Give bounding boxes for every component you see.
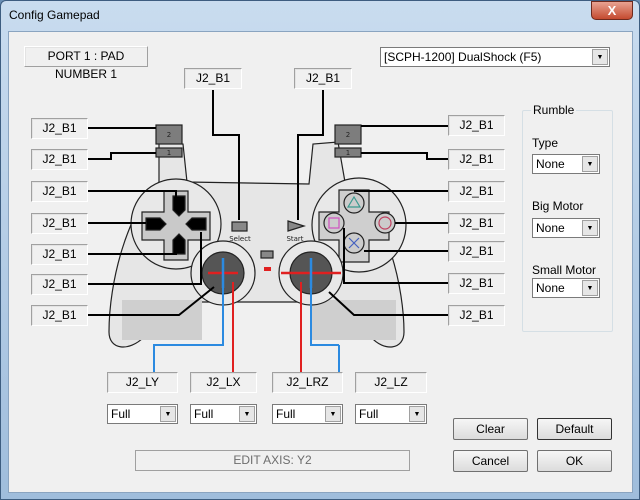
- close-button[interactable]: X: [591, 1, 633, 20]
- axis-ly-mode: Full: [111, 407, 131, 421]
- l1-mapping[interactable]: J2_B1: [31, 149, 88, 170]
- axis-lx-mode: Full: [194, 407, 214, 421]
- chevron-down-icon[interactable]: ▼: [239, 406, 255, 422]
- ok-button[interactable]: OK: [537, 450, 612, 472]
- cancel-button[interactable]: Cancel: [453, 450, 528, 472]
- default-button[interactable]: Default: [537, 418, 612, 440]
- chevron-down-icon[interactable]: ▼: [592, 49, 608, 65]
- l1-label: 1: [167, 149, 171, 157]
- dpad-right-mapping[interactable]: J2_B1: [31, 274, 88, 295]
- axis-lz-mapping[interactable]: J2_LZ: [355, 372, 427, 393]
- r1-mapping[interactable]: J2_B1: [448, 149, 505, 170]
- start-label: Start: [286, 235, 303, 243]
- port-label: PORT 1 : PAD NUMBER 1: [24, 46, 148, 81]
- window-title: Config Gamepad: [9, 8, 100, 22]
- rumble-type-select[interactable]: None ▼: [532, 154, 600, 174]
- cross-mapping[interactable]: J2_B1: [448, 241, 505, 262]
- axis-lz-mode: Full: [359, 407, 379, 421]
- axis-ly-mode-select[interactable]: Full ▼: [107, 404, 178, 424]
- axis-lx-mapping[interactable]: J2_LX: [190, 372, 257, 393]
- dpad-down-mapping[interactable]: J2_B1: [31, 244, 88, 265]
- big-motor-value: None: [536, 221, 565, 235]
- r2-mapping[interactable]: J2_B1: [448, 115, 505, 136]
- dpad-left-mapping[interactable]: J2_B1: [31, 213, 88, 234]
- r3-mapping[interactable]: J2_B1: [448, 305, 505, 326]
- chevron-down-icon[interactable]: ▼: [582, 156, 598, 172]
- axis-lx-mode-select[interactable]: Full ▼: [190, 404, 257, 424]
- start-mapping[interactable]: J2_B1: [294, 68, 352, 89]
- edit-axis-status: EDIT AXIS: Y2: [135, 450, 410, 471]
- axis-lrz-mode-select[interactable]: Full ▼: [272, 404, 343, 424]
- r1-label: 1: [346, 149, 350, 157]
- type-label: Type: [532, 136, 559, 150]
- select-label: Select: [229, 235, 251, 243]
- dialog-client: PORT 1 : PAD NUMBER 1 [SCPH-1200] DualSh…: [8, 31, 633, 493]
- dpad-up-mapping[interactable]: J2_B1: [31, 181, 88, 202]
- r2-label: 2: [346, 131, 350, 139]
- controller-diagram: 2 1 2 1 Select Start: [88, 90, 448, 372]
- chevron-down-icon[interactable]: ▼: [325, 406, 341, 422]
- triangle-mapping[interactable]: J2_B1: [448, 181, 505, 202]
- axis-lrz-mode: Full: [276, 407, 296, 421]
- circle-mapping[interactable]: J2_B1: [448, 213, 505, 234]
- axis-lz-mode-select[interactable]: Full ▼: [355, 404, 427, 424]
- controller-body: [108, 124, 407, 348]
- chevron-down-icon[interactable]: ▼: [582, 280, 598, 296]
- pad-type-value: [SCPH-1200] DualShock (F5): [384, 50, 542, 64]
- rumble-group: Rumble: [522, 103, 613, 332]
- axis-ly-mapping[interactable]: J2_LY: [107, 372, 178, 393]
- pad-type-select[interactable]: [SCPH-1200] DualShock (F5) ▼: [380, 47, 610, 67]
- l2-label: 2: [167, 131, 171, 139]
- axis-lrz-mapping[interactable]: J2_LRZ: [272, 372, 343, 393]
- small-motor-label: Small Motor: [532, 263, 597, 277]
- chevron-down-icon[interactable]: ▼: [582, 220, 598, 236]
- rumble-type-value: None: [536, 157, 565, 171]
- connector-lines: [88, 90, 448, 316]
- select-mapping[interactable]: J2_B1: [184, 68, 242, 89]
- l2-mapping[interactable]: J2_B1: [31, 118, 88, 139]
- l3-mapping[interactable]: J2_B1: [31, 305, 88, 326]
- chevron-down-icon[interactable]: ▼: [160, 406, 176, 422]
- chevron-down-icon[interactable]: ▼: [409, 406, 425, 422]
- square-mapping[interactable]: J2_B1: [448, 273, 505, 294]
- clear-button[interactable]: Clear: [453, 418, 528, 440]
- big-motor-select[interactable]: None ▼: [532, 218, 600, 238]
- small-motor-select[interactable]: None ▼: [532, 278, 600, 298]
- small-motor-value: None: [536, 281, 565, 295]
- big-motor-label: Big Motor: [532, 199, 584, 213]
- rumble-title: Rumble: [531, 103, 577, 117]
